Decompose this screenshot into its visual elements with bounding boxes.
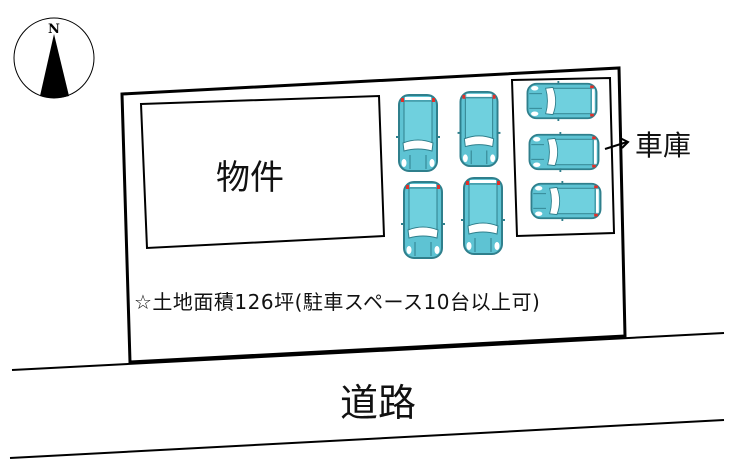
compass: N bbox=[13, 17, 95, 99]
garage-arrow-icon bbox=[604, 137, 630, 150]
car-icon bbox=[456, 90, 502, 168]
car-icon bbox=[400, 180, 446, 260]
lot-boundary bbox=[120, 66, 627, 364]
building-label: 物件 bbox=[216, 158, 284, 198]
parking-cars bbox=[395, 90, 506, 260]
road-label: 道路 bbox=[340, 381, 417, 425]
car-icon bbox=[530, 181, 602, 221]
garage-cars bbox=[526, 81, 602, 221]
garage-label: 車庫 bbox=[635, 129, 692, 162]
garage-outline bbox=[510, 76, 616, 238]
car-icon bbox=[526, 81, 598, 121]
car-icon bbox=[528, 132, 600, 172]
compass-label: N bbox=[48, 22, 60, 37]
car-icon bbox=[395, 93, 441, 173]
car-icon bbox=[460, 176, 506, 256]
building-outline bbox=[139, 94, 386, 250]
road-edge-bottom bbox=[9, 419, 725, 459]
land-area-note: ☆土地面積126坪(駐車スペース10台以上可) bbox=[134, 290, 541, 314]
north-arrow-icon bbox=[40, 34, 69, 98]
road-edge-top bbox=[11, 332, 725, 371]
